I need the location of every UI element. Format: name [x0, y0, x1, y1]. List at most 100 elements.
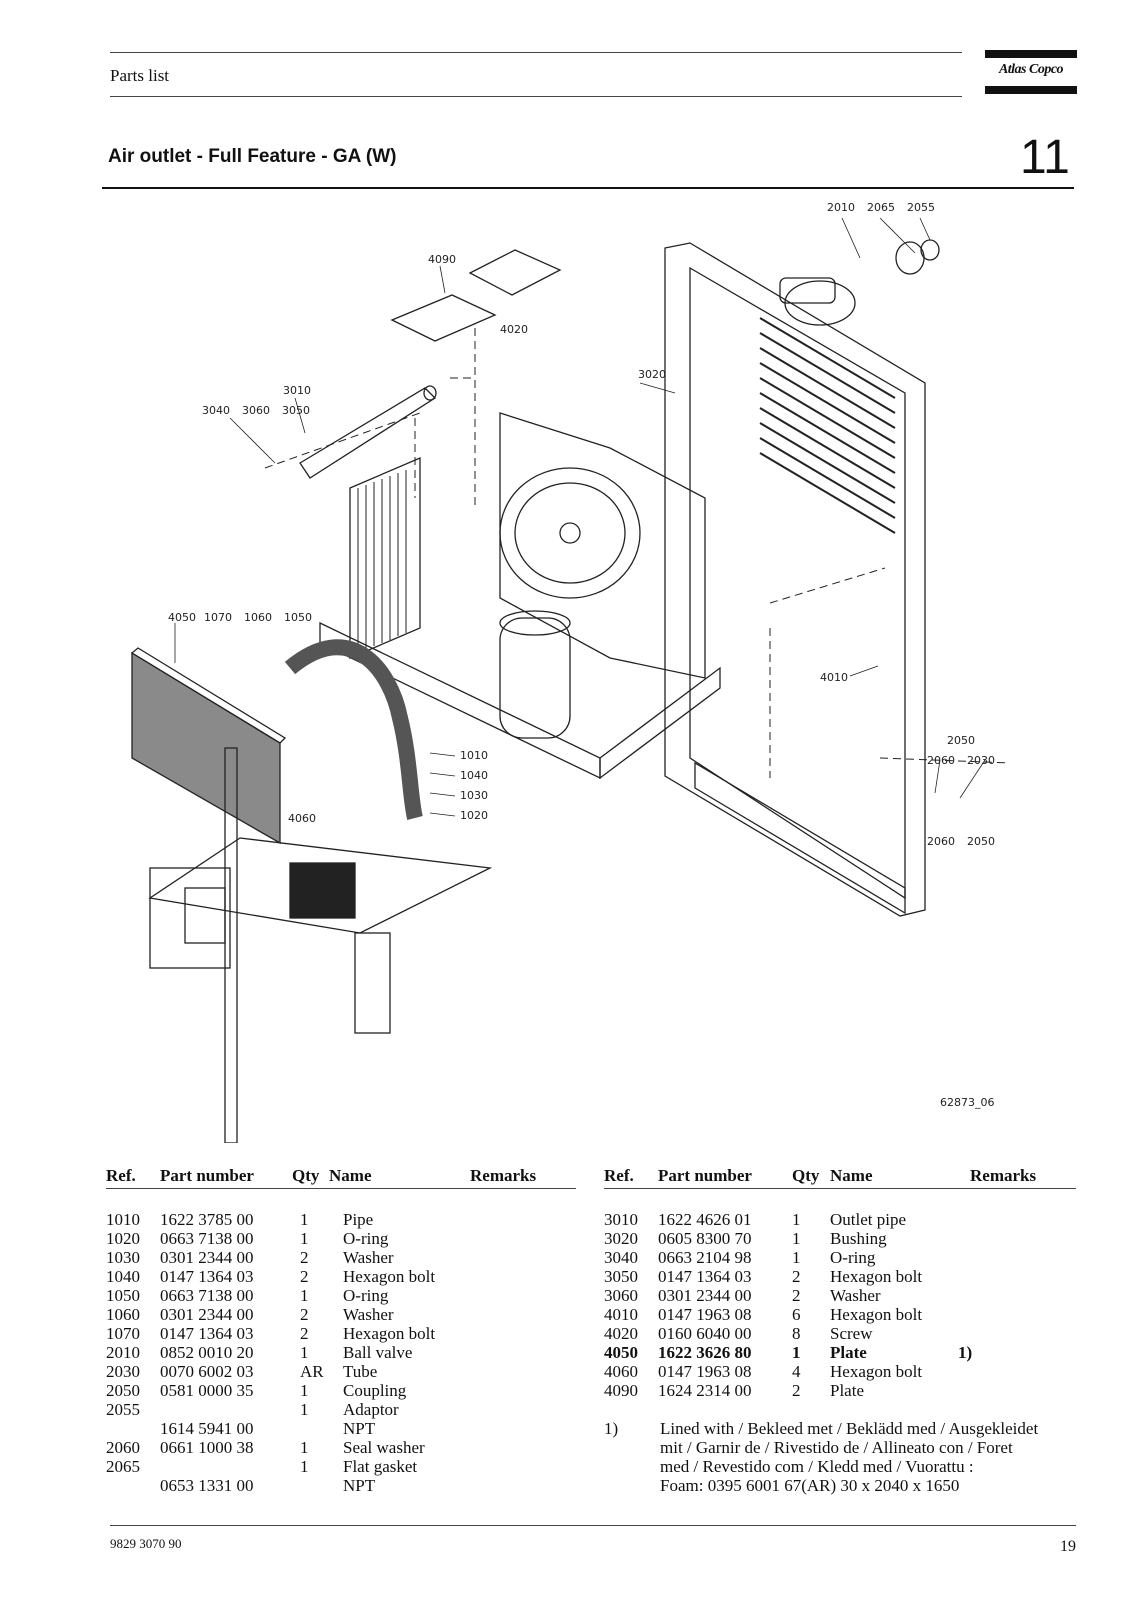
cell-qty: 2 — [792, 1267, 801, 1286]
callout-label: 2060 — [927, 835, 955, 848]
callout-label: 2050 — [947, 734, 975, 747]
note-line: med / Revestido com / Kledd med / Vuorat… — [660, 1457, 974, 1476]
cell-ref: 3050 — [604, 1267, 638, 1286]
callout-label: 1040 — [460, 769, 488, 782]
callout-label: 4060 — [288, 812, 316, 825]
callout-label: 4010 — [820, 671, 848, 684]
section-number: 11 — [1020, 131, 1070, 184]
cell-part: 1624 2314 00 — [658, 1381, 752, 1400]
cell-qty: 2 — [300, 1324, 309, 1343]
cell-ref: 3020 — [604, 1229, 638, 1248]
cell-ref: 3010 — [604, 1210, 638, 1229]
cell-part: 0160 6040 00 — [658, 1324, 752, 1343]
cell-ref: 4090 — [604, 1381, 638, 1400]
cell-name: Outlet pipe — [830, 1210, 907, 1229]
cell-name: Tube — [343, 1362, 378, 1381]
front-panel — [130, 647, 493, 1143]
compressor — [499, 610, 571, 739]
cell-remarks: 1) — [958, 1343, 973, 1362]
cell-ref: 4060 — [604, 1362, 638, 1381]
cell-qty: 1 — [792, 1343, 801, 1362]
th-name-right: Name — [830, 1166, 873, 1185]
cell-ref: 2060 — [106, 1438, 140, 1457]
cell-name: O-ring — [343, 1286, 389, 1305]
cell-name: Hexagon bolt — [830, 1362, 923, 1381]
cell-part: 0301 2344 00 — [658, 1286, 752, 1305]
cell-name: O-ring — [830, 1248, 876, 1267]
cell-name: Hexagon bolt — [343, 1267, 436, 1286]
table-rule-right — [604, 1188, 1076, 1189]
cell-ref: 4050 — [604, 1343, 638, 1362]
callout-labels: 2010 2065 2055 4090 4020 3020 3010 3040 … — [168, 201, 995, 1109]
guide-lines — [264, 328, 1011, 778]
cell-part: 0070 6002 03 — [160, 1362, 254, 1381]
side-frame — [664, 242, 926, 917]
callout-label: 4050 — [168, 611, 196, 624]
callout-label: 1010 — [460, 749, 488, 762]
callout-label: 4090 — [428, 253, 456, 266]
note-line: Lined with / Bekleed met / Beklädd med /… — [660, 1419, 1039, 1438]
cell-qty: 1 — [300, 1400, 309, 1419]
cell-qty: 1 — [792, 1248, 801, 1267]
cell-name: Plate — [830, 1343, 867, 1362]
callout-label: 3040 — [202, 404, 230, 417]
cell-name: Hexagon bolt — [830, 1267, 923, 1286]
cell-part: 0663 2104 98 — [658, 1248, 752, 1267]
th-ref-right: Ref. — [604, 1166, 634, 1185]
callout-label: 2050 — [967, 835, 995, 848]
cell-name: Screw — [830, 1324, 873, 1343]
th-qty-left: Qty — [292, 1166, 320, 1185]
cell-part: 0147 1364 03 — [658, 1267, 752, 1286]
cell-name: Flat gasket — [343, 1457, 418, 1476]
cell-part: 0653 1331 00 — [160, 1476, 254, 1495]
th-part-right: Part number — [658, 1166, 752, 1185]
cell-qty: 8 — [792, 1324, 801, 1343]
cell-name: Washer — [343, 1248, 394, 1267]
cell-qty: 2 — [792, 1286, 801, 1305]
brand-logo-text: Atlas Copco — [998, 62, 1064, 77]
cell-part: 1614 5941 00 — [160, 1419, 254, 1438]
fan-housing — [499, 412, 706, 679]
th-qty-right: Qty — [792, 1166, 820, 1185]
right-table-body: 3010 1622 4626 01 1 Outlet pipe 3020 0605 830… — [604, 1210, 1076, 1400]
callout-label: 2055 — [907, 201, 935, 214]
cell-ref: 3060 — [604, 1286, 638, 1305]
cell-part: 1622 4626 01 — [658, 1210, 752, 1229]
flex-pipe — [284, 639, 423, 820]
table-row: 3050 0147 1364 03 2 Hexagon bolt — [604, 1267, 1076, 1286]
cover-plate-b — [468, 249, 562, 296]
cell-qty: 1 — [792, 1210, 801, 1229]
cell-ref: 1010 — [106, 1210, 140, 1229]
cell-part: 0301 2344 00 — [160, 1305, 254, 1324]
header-bottom-rule — [110, 96, 962, 97]
callout-label: 3010 — [283, 384, 311, 397]
cell-qty: 1 — [300, 1381, 309, 1400]
cell-qty: 1 — [300, 1438, 309, 1457]
cell-qty: 4 — [792, 1362, 801, 1381]
cooler-block — [349, 457, 421, 659]
callout-label: 1020 — [460, 809, 488, 822]
callout-label: 3020 — [638, 368, 666, 381]
callout-label: 4020 — [500, 323, 528, 336]
cell-part: 0605 8300 70 — [658, 1229, 752, 1248]
cell-name: Washer — [343, 1305, 394, 1324]
cell-ref: 1050 — [106, 1286, 140, 1305]
cell-part: 0661 1000 38 — [160, 1438, 254, 1457]
